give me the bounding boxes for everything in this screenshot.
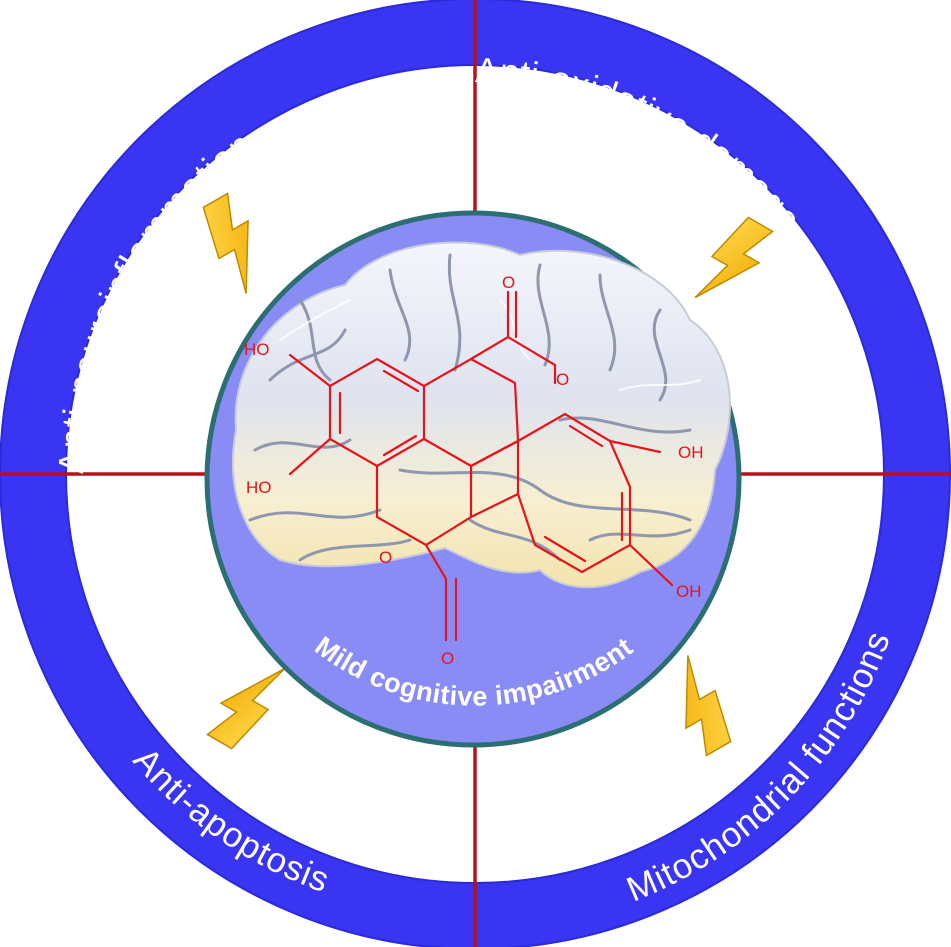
atom-oxygen-bottom: O bbox=[441, 649, 454, 668]
lightning-bolt-icon bbox=[206, 667, 286, 750]
atom-ring-oxygen-left: O bbox=[379, 548, 392, 567]
hydroxyl-upper-left: HO bbox=[244, 340, 270, 359]
hydroxyl-lower-right: OH bbox=[676, 582, 702, 601]
lightning-bolt-icon bbox=[694, 216, 774, 299]
hydroxyl-upper-right: OH bbox=[678, 443, 704, 462]
hydroxyl-lower-left: HO bbox=[246, 478, 272, 497]
atom-oxygen-top: O bbox=[502, 273, 515, 292]
atom-ring-oxygen-right: O bbox=[556, 370, 569, 389]
molecule-structure: O O O O HO HO OH OH bbox=[244, 273, 704, 668]
lightning-bolt-icon bbox=[202, 192, 249, 294]
lightning-bolt-icon bbox=[685, 655, 732, 757]
brain-illustration bbox=[232, 241, 731, 589]
